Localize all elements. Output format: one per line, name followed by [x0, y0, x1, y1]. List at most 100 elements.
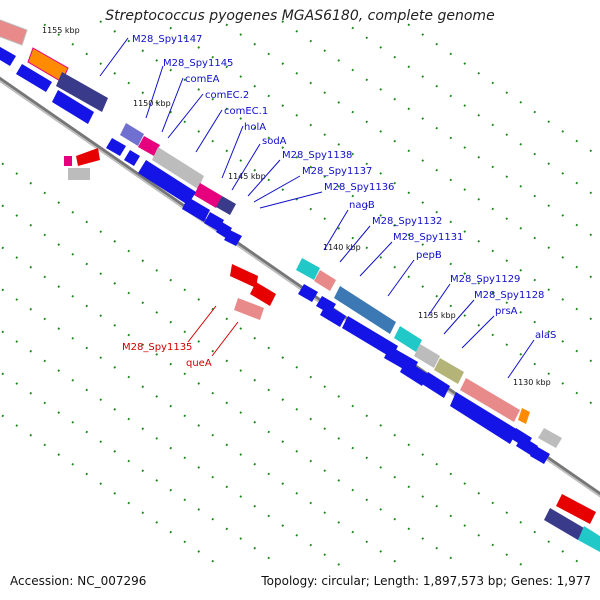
scale-tick — [253, 42, 257, 46]
gene-label[interactable]: alaS — [535, 330, 556, 341]
scale-tick — [99, 62, 103, 66]
gene-block[interactable] — [334, 286, 396, 334]
cds-block[interactable] — [320, 304, 346, 327]
cds-block[interactable] — [204, 212, 224, 231]
gene-block[interactable] — [314, 270, 336, 291]
gene-label[interactable]: pepB — [416, 250, 442, 261]
scale-tick — [491, 291, 495, 295]
scale-tick — [519, 227, 523, 230]
scale-tick — [29, 223, 33, 227]
scale-tick — [169, 488, 173, 492]
gene-label[interactable]: M28_Spy1136 — [324, 182, 394, 193]
gene-block[interactable] — [434, 358, 464, 384]
scale-tick — [463, 146, 467, 149]
gene-block[interactable] — [152, 147, 204, 189]
scale-tick — [463, 230, 467, 233]
scale-tick — [29, 307, 33, 311]
scale-tick — [183, 456, 187, 460]
gene-block[interactable] — [250, 282, 276, 306]
cds-block[interactable] — [138, 160, 196, 205]
gene-block[interactable] — [518, 408, 530, 424]
cds-block[interactable] — [124, 150, 140, 166]
scale-tick — [421, 285, 425, 288]
gene-label[interactable]: comEA — [185, 74, 220, 85]
gene-block[interactable] — [194, 183, 222, 208]
gene-block[interactable] — [538, 428, 562, 448]
gene-block[interactable] — [394, 326, 422, 352]
scale-tick — [575, 223, 579, 227]
cds-block[interactable] — [224, 230, 242, 246]
gene-block[interactable] — [64, 156, 72, 166]
gene-label[interactable]: M28_Spy1128 — [474, 290, 544, 301]
gene-label[interactable]: comEC.1 — [224, 106, 268, 117]
gene-block[interactable] — [120, 123, 144, 146]
scale-tick — [547, 372, 551, 376]
gene-label-reverse[interactable]: M28_Spy1135 — [122, 342, 192, 353]
scale-tick — [379, 130, 383, 133]
gene-block[interactable] — [68, 168, 90, 180]
scale-tick — [393, 223, 397, 227]
cds-block[interactable] — [400, 360, 428, 386]
gene-block[interactable] — [578, 526, 600, 552]
gene-block[interactable] — [556, 494, 596, 524]
gene-label[interactable]: M28_Spy1147 — [132, 34, 202, 45]
gene-block[interactable] — [56, 72, 108, 112]
gene-block[interactable] — [414, 344, 440, 368]
scale-tick — [85, 262, 89, 266]
cds-block[interactable] — [0, 44, 16, 66]
cds-block[interactable] — [52, 90, 94, 124]
scale-tick — [561, 550, 565, 553]
cds-block[interactable] — [342, 316, 398, 358]
gene-block[interactable] — [138, 136, 160, 156]
gene-block[interactable] — [216, 196, 236, 215]
scale-tick — [309, 165, 313, 169]
scale-tick — [477, 533, 481, 537]
gene-block[interactable] — [544, 508, 584, 540]
scale-tick — [99, 356, 103, 360]
scale-tick — [589, 317, 593, 321]
cds-block[interactable] — [530, 446, 550, 464]
kbp-label-1130: 1130 kbp — [513, 378, 551, 387]
cds-block[interactable] — [516, 436, 538, 456]
scale-tick — [253, 336, 257, 340]
cds-block[interactable] — [422, 372, 450, 398]
scale-tick — [337, 395, 341, 398]
gene-label[interactable]: M28_Spy1132 — [372, 216, 442, 227]
scale-tick — [561, 172, 565, 175]
scale-tick — [295, 407, 299, 411]
scale-tick — [561, 256, 565, 259]
scale-tick — [477, 323, 481, 327]
gene-block[interactable] — [460, 378, 520, 422]
scale-tick — [183, 330, 187, 334]
gene-label[interactable]: nagB — [349, 200, 375, 211]
scale-tick — [141, 385, 145, 389]
scale-tick — [29, 349, 33, 353]
gene-block[interactable] — [0, 18, 28, 46]
cds-block[interactable] — [182, 197, 210, 222]
scale-tick — [519, 353, 523, 356]
scale-tick — [589, 401, 593, 405]
scale-tick — [477, 491, 481, 495]
scale-tick — [281, 398, 285, 401]
gene-block[interactable] — [76, 148, 100, 166]
gene-label[interactable]: M28_Spy1129 — [450, 274, 520, 285]
gene-label[interactable]: holA — [244, 122, 266, 133]
gene-label[interactable]: sodA — [262, 136, 287, 147]
scale-tick — [533, 278, 537, 282]
gene-label[interactable]: comEC.2 — [205, 90, 249, 101]
scale-tick — [449, 262, 453, 266]
gene-label-reverse[interactable]: queA — [186, 358, 212, 369]
gene-label[interactable]: M28_Spy1137 — [302, 166, 372, 177]
cds-block[interactable] — [16, 64, 52, 92]
gene-block[interactable] — [234, 298, 264, 320]
gene-label[interactable]: M28_Spy1145 — [163, 58, 233, 69]
gene-label[interactable]: M28_Spy1138 — [282, 150, 352, 161]
cds-block[interactable] — [298, 284, 318, 302]
cds-block[interactable] — [106, 138, 126, 156]
scale-tick — [29, 433, 33, 437]
gene-block[interactable] — [230, 264, 258, 288]
gene-block[interactable] — [296, 258, 320, 280]
gene-label[interactable]: prsA — [495, 306, 518, 317]
cds-block[interactable] — [450, 392, 518, 444]
gene-label[interactable]: M28_Spy1131 — [393, 232, 463, 243]
